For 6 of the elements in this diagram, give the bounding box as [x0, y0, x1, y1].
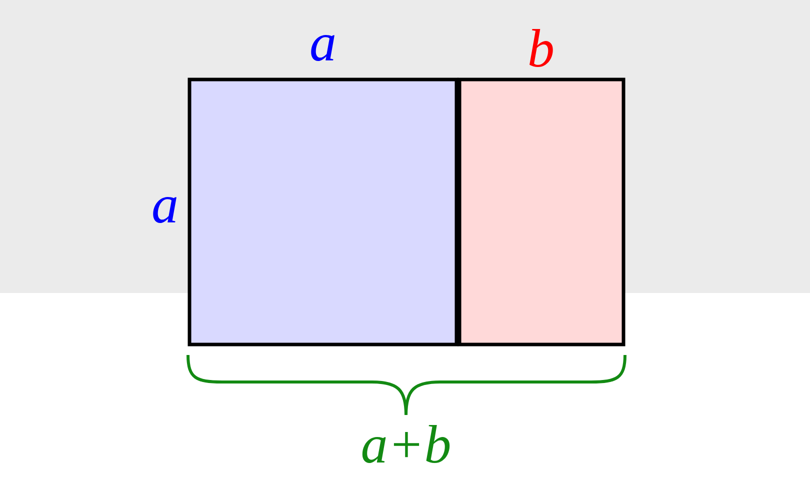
rectangle-box — [188, 78, 458, 346]
rectangle-box — [458, 78, 626, 346]
dimension-label: b — [530, 29, 553, 67]
dimension-label: a — [153, 197, 176, 223]
dimension-label: a+b — [362, 424, 450, 463]
dimension-label: a — [311, 35, 334, 61]
